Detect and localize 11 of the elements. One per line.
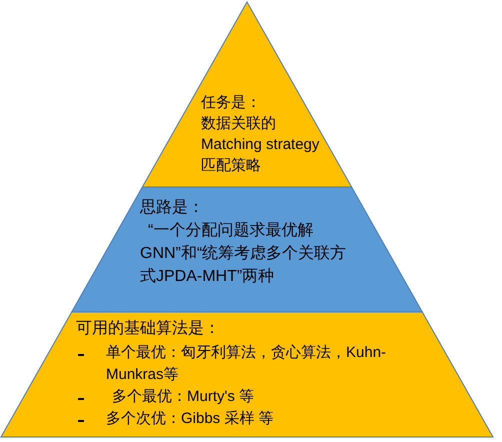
list-item: 多个最优：Murty's 等 <box>112 387 256 407</box>
section-text: “一个分配问题求最优解GNN”和“统筹考虑多个关联方式JPDA-MHT”两种 <box>140 220 348 287</box>
pyramid-top-section <box>142 2 352 187</box>
list-item: 单个最优：匈牙利算法，贪心算法，Kuhn-Munkras等 <box>106 343 388 385</box>
section-heading: 可用的基础算法是： <box>76 318 221 339</box>
section-text: 数据关联的 Matching strategy 匹配策略 <box>201 114 320 176</box>
section-heading: 思路是： <box>140 198 205 218</box>
pyramid-bottom-section <box>1 312 493 437</box>
pyramid-middle-section <box>71 187 423 312</box>
list-item: 多个次优：Gibbs 采样 等 <box>106 409 275 429</box>
section-heading: 任务是： <box>201 93 262 113</box>
